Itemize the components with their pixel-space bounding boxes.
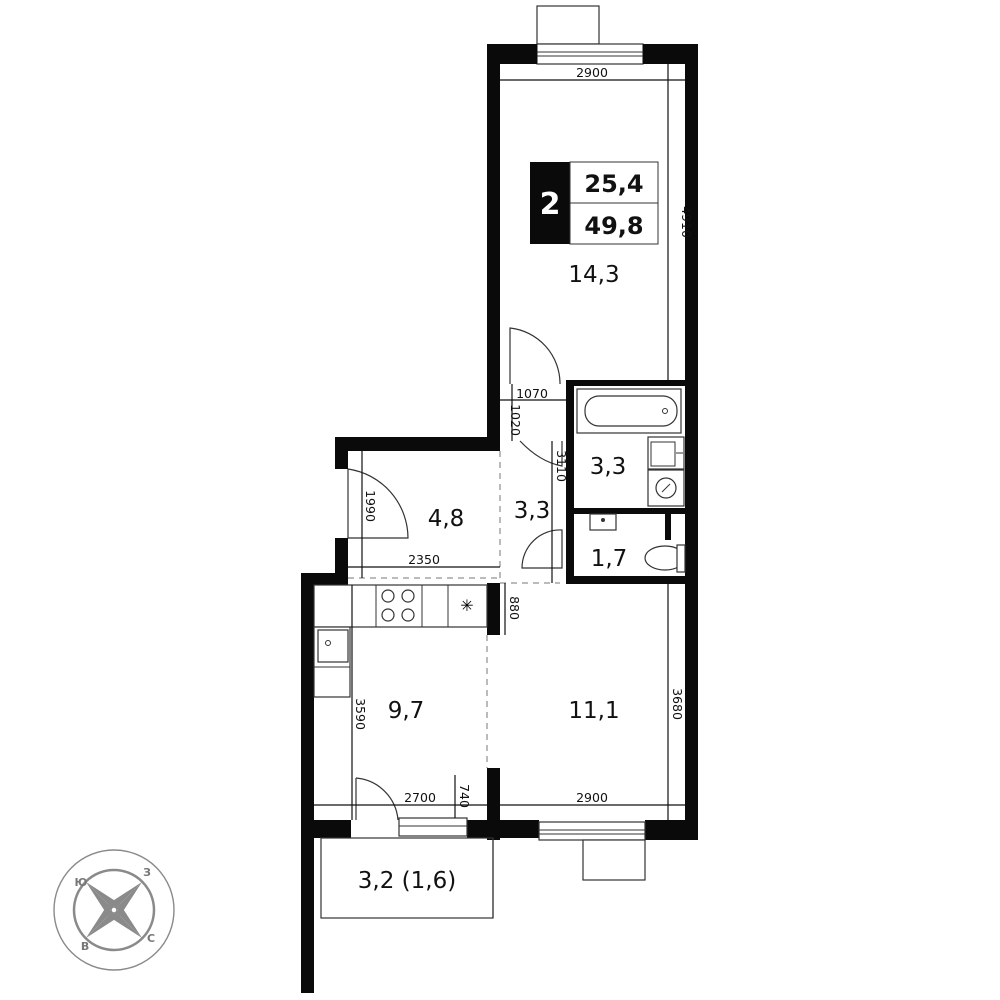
dim-hall-height: 1990: [363, 490, 378, 522]
dim-hall-gap: 880: [507, 596, 522, 620]
room-hall: 4,8: [428, 506, 465, 532]
washbasin-bath: [647, 436, 685, 470]
room-labels: 14,3 4,8 3,3 3,3 1,7 9,7 11,1 3,2 (1,6): [358, 262, 628, 894]
washing-machine: [647, 469, 685, 507]
walls: [301, 44, 698, 993]
rooms-count: 2: [540, 187, 561, 222]
dim-bottom-width: 2900: [576, 790, 608, 805]
dim-door-depth: 1020: [508, 404, 523, 436]
dimension-texts: 2900 4910 1070 1020 3110 1990 2350 880 3…: [353, 65, 694, 808]
room-toilet: 1,7: [591, 546, 628, 572]
balcony: [320, 837, 494, 919]
compass-west: Ю: [75, 876, 88, 889]
room-bottom: 11,1: [568, 698, 619, 724]
total-area: 49,8: [584, 212, 643, 240]
compass-rose-icon: З Ю В С: [53, 849, 175, 971]
dim-hall-width: 2350: [408, 552, 440, 567]
room-balcony: 3,2 (1,6): [358, 868, 456, 894]
dim-bottom-height: 3680: [670, 688, 685, 720]
bottom-windows: [398, 817, 646, 881]
dim-kitchen-gap: 740: [457, 784, 472, 808]
compass-north: З: [143, 866, 151, 879]
apartment-badge: 2 25,4 49,8: [530, 161, 659, 245]
room-bathroom: 3,3: [590, 454, 627, 480]
zone-dashes: [348, 451, 560, 768]
dim-kitchen-width: 2700: [404, 790, 436, 805]
bathtub: [576, 388, 682, 434]
dim-bath-height: 3110: [554, 450, 569, 482]
room-kitchen: 9,7: [388, 698, 425, 724]
room-living-top: 14,3: [568, 262, 619, 288]
room-corridor: 3,3: [514, 498, 551, 524]
compass-east: С: [147, 932, 155, 945]
fridge-icon: ✳: [460, 596, 473, 615]
doors: [347, 327, 563, 821]
dim-top-height: 4910: [679, 206, 694, 238]
dim-kitchen-height: 3590: [353, 698, 368, 730]
toilet: [644, 544, 686, 573]
kitchen-sink: [317, 629, 349, 663]
wc-sink: [589, 513, 617, 531]
top-window: [536, 5, 644, 65]
living-area: 25,4: [584, 170, 643, 198]
dim-door-width: 1070: [516, 386, 548, 401]
dimension-lines: [314, 64, 685, 820]
stove: [381, 589, 415, 622]
compass-south: В: [81, 940, 89, 953]
dim-top-width: 2900: [576, 65, 608, 80]
